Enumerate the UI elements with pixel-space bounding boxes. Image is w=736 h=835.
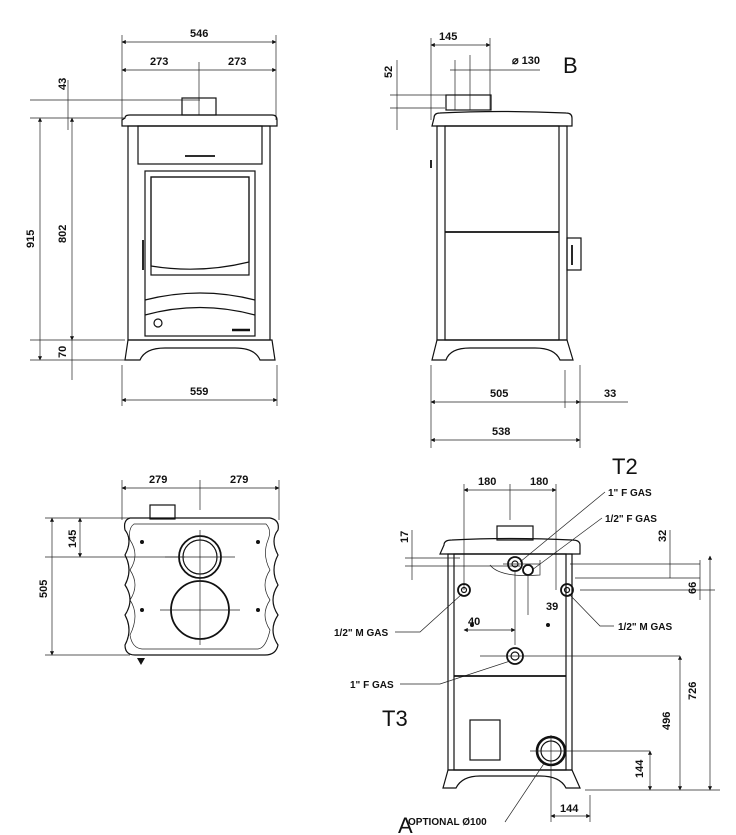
top-view: 279 279 145 505 <box>38 474 280 665</box>
dim-side-flue-diameter: ⌀ 130 <box>512 55 540 67</box>
dim-front-top-offset: 43 <box>57 78 69 90</box>
dim-side-depth: 505 <box>490 388 508 400</box>
dim-front-total-height: 915 <box>25 230 37 248</box>
label-1in-f-gas-top: 1" F GAS <box>608 488 652 499</box>
dim-rear-height-144: 144 <box>634 759 646 778</box>
dim-top-flue-offset: 145 <box>67 530 79 548</box>
dim-front-feet-height: 70 <box>57 346 69 358</box>
dim-side-flue-height: 52 <box>383 66 395 78</box>
label-half-f-gas: 1/2" F GAS <box>605 514 657 525</box>
front-view: 546 273 273 43 915 802 70 <box>25 28 278 406</box>
dim-rear-center-dist: 39 <box>546 601 558 613</box>
dim-side-handle-depth: 33 <box>604 388 616 400</box>
side-view: 145 ⌀ 130 B 52 505 33 538 <box>383 31 628 448</box>
dim-front-base-width: 559 <box>190 386 208 398</box>
dim-rear-half-left: 180 <box>478 476 496 488</box>
dim-front-half-right: 273 <box>228 56 246 68</box>
rear-view: T2 180 180 1" F GAS 1/2" F GAS 17 32 66 <box>334 454 720 835</box>
dim-rear-width-144: 144 <box>560 803 579 815</box>
dim-top-depth: 505 <box>38 580 50 598</box>
dim-rear-top-gap: 17 <box>399 531 411 543</box>
marker-t3: T3 <box>382 706 408 731</box>
dim-rear-left-dist: 40 <box>468 616 480 628</box>
label-half-m-gas-right: 1/2" M GAS <box>618 622 673 633</box>
label-1in-f-gas-lower: 1" F GAS <box>350 680 394 691</box>
dim-front-body-height: 802 <box>57 225 69 243</box>
label-half-m-gas-left: 1/2" M GAS <box>334 628 389 639</box>
dim-side-total-depth: 538 <box>492 426 510 438</box>
dim-front-total-width: 546 <box>190 28 208 40</box>
dim-top-half-left: 279 <box>149 474 167 486</box>
marker-t2: T2 <box>612 454 638 479</box>
dim-rear-height-726: 726 <box>687 682 699 700</box>
dim-side-flue-offset: 145 <box>439 31 457 43</box>
dim-rear-height-496: 496 <box>661 712 673 730</box>
dim-front-half-left: 273 <box>150 56 168 68</box>
dim-rear-right-mid: 66 <box>687 582 699 594</box>
dim-top-half-right: 279 <box>230 474 248 486</box>
dim-rear-right-top: 32 <box>657 530 669 542</box>
dim-rear-half-right: 180 <box>530 476 548 488</box>
marker-b: B <box>563 53 578 78</box>
marker-a: A <box>398 813 413 835</box>
label-optional-outlet: OPTIONAL Ø100 <box>408 817 487 828</box>
